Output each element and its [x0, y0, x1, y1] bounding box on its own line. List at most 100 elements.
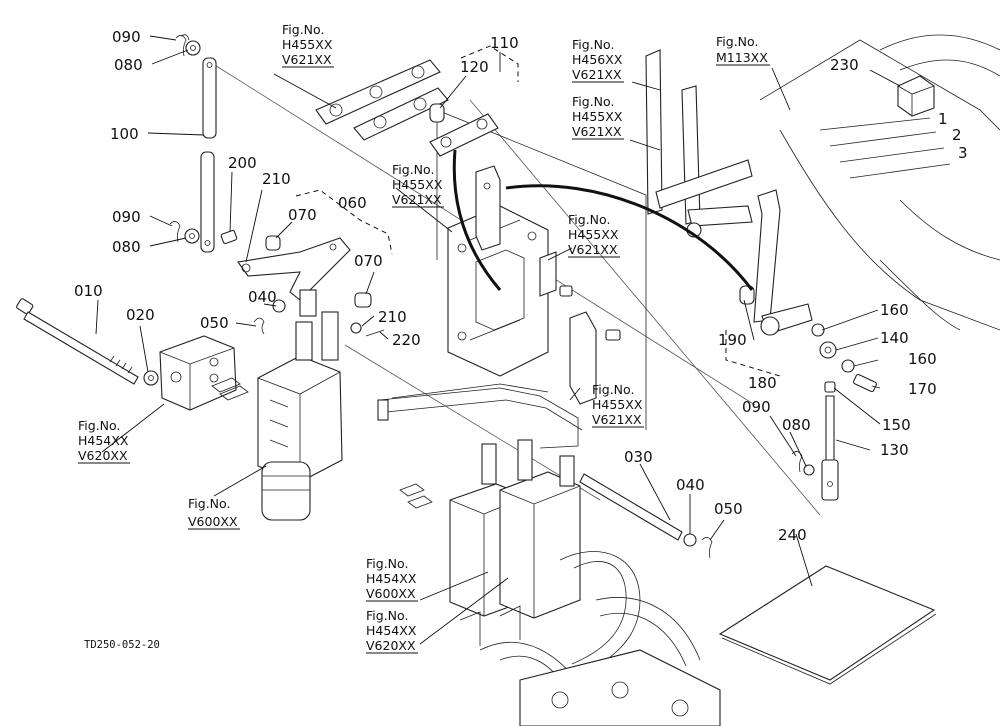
part-label: 130	[880, 441, 909, 459]
group-bracket-180	[725, 330, 781, 377]
part-label: 230	[830, 56, 859, 74]
pin-050-left	[253, 317, 265, 335]
svg-text:H454XX: H454XX	[366, 623, 417, 638]
bolt-170	[853, 373, 877, 393]
pin-050-right	[701, 537, 713, 559]
cotter-pin-220	[365, 329, 385, 337]
svg-text:H455XX: H455XX	[572, 109, 623, 124]
svg-text:H454XX: H454XX	[366, 571, 417, 586]
figure-ref: Fig.No. H455XX V621XX	[282, 22, 333, 67]
part-label: 180	[748, 374, 777, 392]
part-label: 190	[718, 331, 747, 349]
control-valve-left	[211, 311, 343, 521]
small-bracket-lower	[569, 311, 621, 405]
part-label: 170	[908, 380, 937, 398]
part-label: 050	[714, 500, 743, 518]
part-label: 090	[742, 398, 771, 416]
part-label: 080	[112, 238, 141, 256]
figure-ref: Fig.No. H454XX V600XX	[366, 556, 417, 601]
bolt-010	[16, 298, 139, 385]
part-label: 040	[248, 288, 277, 306]
drawing-code: TD250-052-20	[84, 639, 160, 651]
gate-number-2: 2	[952, 126, 962, 144]
part-label: 070	[354, 252, 383, 270]
shift-lever-upper	[645, 49, 753, 238]
link-chain	[315, 59, 449, 141]
gate-number-3: 3	[958, 144, 968, 162]
svg-text:V621XX: V621XX	[572, 124, 622, 139]
figure-ref: Fig.No. V600XX	[188, 496, 238, 529]
part-label: 200	[228, 154, 257, 172]
part-label: 160	[908, 350, 937, 368]
washer-080-top	[185, 40, 201, 56]
svg-text:Fig.No.: Fig.No.	[188, 496, 230, 511]
figure-ref: Fig.No. H455XX V621XX	[568, 212, 619, 257]
ball-joint-140	[819, 341, 837, 359]
svg-text:Fig.No.: Fig.No.	[366, 556, 408, 571]
manual-240	[718, 565, 937, 685]
svg-text:V621XX: V621XX	[282, 52, 332, 67]
part-label: 150	[882, 416, 911, 434]
group-bracket-060	[295, 189, 393, 255]
control-valve-center	[399, 439, 581, 619]
svg-text:V621XX: V621XX	[592, 412, 642, 427]
control-cable-left	[452, 149, 502, 291]
svg-text:H455XX: H455XX	[592, 397, 643, 412]
figure-ref: Fig.No. H455XX V621XX	[572, 94, 623, 139]
nut-150	[824, 381, 836, 393]
svg-text:H454XX: H454XX	[78, 433, 129, 448]
svg-text:Fig.No.: Fig.No.	[282, 22, 324, 37]
part-label: 050	[200, 314, 229, 332]
svg-text:H455XX: H455XX	[392, 177, 443, 192]
washer-160-upper	[811, 323, 825, 337]
nut-020	[143, 370, 159, 386]
small-bracket-upper	[539, 251, 573, 297]
clip-pin-090-middle	[169, 221, 181, 243]
part-label: 040	[676, 476, 705, 494]
svg-text:V620XX: V620XX	[78, 448, 128, 463]
part-number-labels: 090 080 100 090 080 200 210 060 070 070 …	[74, 28, 937, 544]
svg-text:V600XX: V600XX	[366, 586, 416, 601]
svg-text:V600XX: V600XX	[188, 514, 238, 529]
svg-text:V621XX: V621XX	[568, 242, 618, 257]
group-bracket-110	[460, 45, 519, 82]
part-label: 070	[288, 206, 317, 224]
washer-080-lower	[803, 464, 815, 476]
part-label: 090	[112, 208, 141, 226]
control-cable-right	[505, 184, 754, 291]
main-lever-180	[739, 189, 813, 336]
svg-text:V620XX: V620XX	[366, 638, 416, 653]
shaft-030	[579, 473, 683, 541]
figure-ref: Fig.No. H454XX V620XX	[366, 608, 417, 653]
svg-text:V621XX: V621XX	[572, 67, 622, 82]
part-label: 080	[114, 56, 143, 74]
hydraulic-pipes	[459, 551, 721, 726]
svg-text:V621XX: V621XX	[392, 192, 442, 207]
part-label: 060	[338, 194, 367, 212]
lever-assembly-060	[237, 235, 372, 334]
shift-gate-panel	[759, 34, 1000, 331]
figure-ref: Fig.No. H454XX V620XX	[78, 418, 129, 463]
svg-text:Fig.No.: Fig.No.	[568, 212, 610, 227]
washer-080-middle	[184, 228, 200, 244]
part-label: 210	[262, 170, 291, 188]
knob-230	[897, 75, 935, 117]
svg-text:Fig.No.: Fig.No.	[572, 94, 614, 109]
part-label: 110	[490, 34, 519, 52]
svg-text:H455XX: H455XX	[282, 37, 333, 52]
part-label: 160	[880, 301, 909, 319]
washer-040-right	[683, 533, 697, 547]
part-label: 010	[74, 282, 103, 300]
figure-ref: Fig.No. H455XX V621XX	[592, 382, 643, 427]
spacer-block	[159, 335, 237, 411]
part-label: 240	[778, 526, 807, 544]
svg-text:H456XX: H456XX	[572, 52, 623, 67]
rod-130	[821, 395, 839, 501]
figure-ref: Fig.No. H455XX V621XX	[392, 162, 443, 207]
figure-references: Fig.No. H455XX V621XX Fig.No. H455XX V62…	[78, 22, 768, 653]
svg-text:Fig.No.: Fig.No.	[78, 418, 120, 433]
part-label: 030	[624, 448, 653, 466]
washer-160-lower	[841, 359, 855, 373]
figure-ref: Fig.No. H456XX V621XX	[572, 37, 623, 82]
